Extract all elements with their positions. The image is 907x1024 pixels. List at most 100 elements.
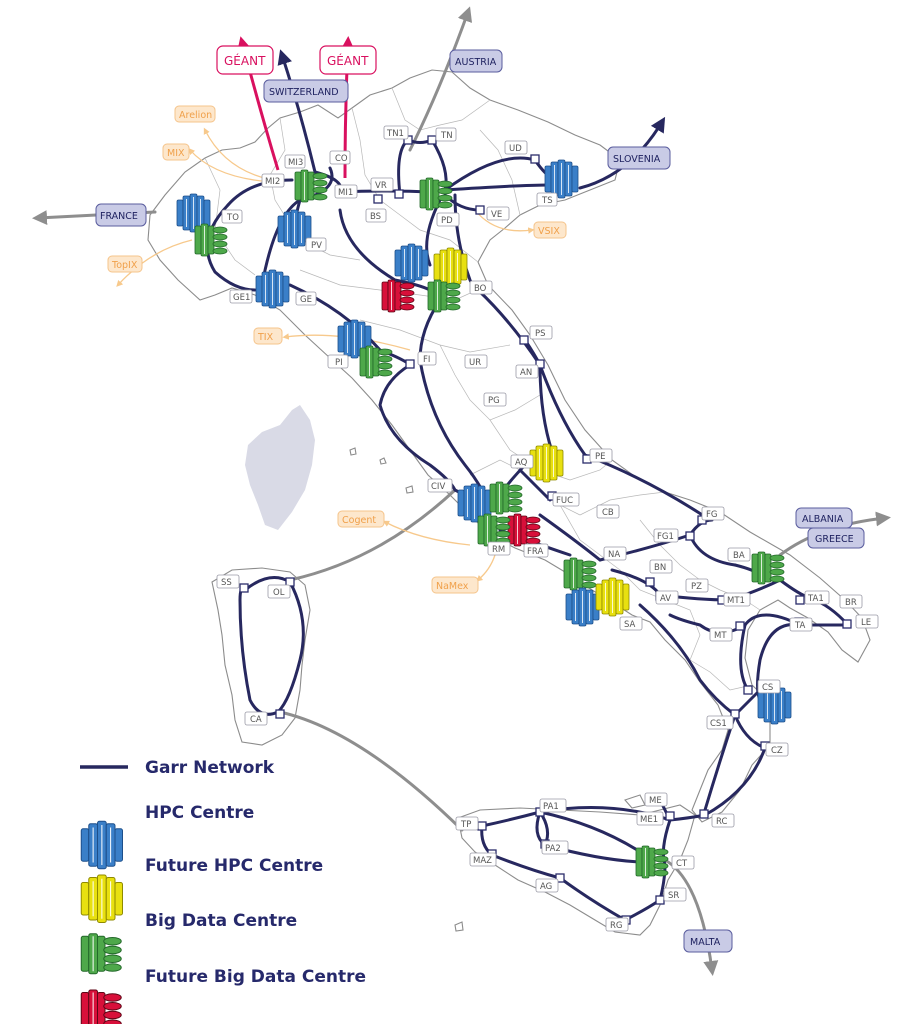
ix-vsix: VSIX	[533, 221, 567, 239]
node-FRA: FRA	[523, 543, 549, 558]
big-data-centre-icon	[419, 177, 453, 211]
node-MI3: MI3	[284, 154, 306, 169]
geant-box-1: GÉANT	[216, 45, 274, 75]
node-NA: NA	[603, 546, 627, 561]
svg-text:BN: BN	[654, 563, 666, 573]
svg-text:SR: SR	[668, 891, 679, 901]
ix-tix: TIX	[253, 327, 283, 345]
node-BR: BR	[839, 594, 863, 609]
svg-text:CT: CT	[676, 859, 688, 869]
france-box: FRANCE	[95, 203, 147, 227]
svg-text:PD: PD	[441, 216, 453, 226]
node-RM: RM	[487, 541, 511, 556]
node-CIV: CIV	[427, 478, 453, 493]
future-big-data-centre-icon	[507, 513, 541, 547]
svg-text:CZ: CZ	[771, 746, 783, 756]
node-BA: BA	[727, 547, 751, 562]
greece-box: GREECE	[807, 527, 865, 549]
node-AN: AN	[515, 364, 539, 379]
svg-text:PE: PE	[595, 452, 606, 462]
big-data-centre-icon	[489, 481, 523, 515]
hpc-centre-icon	[544, 159, 579, 199]
svg-text:AUSTRIA: AUSTRIA	[455, 57, 497, 68]
garr-network	[206, 138, 850, 922]
svg-text:BR: BR	[845, 598, 857, 608]
node-GE1: GE1	[229, 289, 253, 304]
node-MI1: MI1	[334, 184, 358, 199]
big-data-centre-icon	[427, 279, 461, 313]
node-MT1: MT1	[723, 592, 751, 607]
svg-text:Arelion: Arelion	[179, 110, 212, 121]
svg-text:CIV: CIV	[431, 482, 445, 492]
malta-box: MALTA	[683, 929, 733, 953]
svg-text:VE: VE	[491, 210, 502, 220]
node-MI2: MI2	[261, 173, 285, 188]
svg-text:CA: CA	[250, 715, 262, 725]
node-PS: PS	[529, 325, 553, 340]
node-BS: BS	[365, 208, 387, 223]
svg-text:NA: NA	[608, 550, 620, 560]
node-PA1: PA1	[539, 798, 567, 813]
node-CO: CO	[329, 150, 351, 165]
svg-text:GE1: GE1	[233, 293, 250, 303]
svg-text:BS: BS	[370, 212, 381, 222]
legend-hpc-label: HPC Centre	[145, 803, 254, 823]
svg-text:TA: TA	[794, 621, 806, 631]
node-PG: PG	[483, 392, 507, 407]
geant-box-2: GÉANT	[319, 45, 377, 75]
ix-arelion: Arelion	[174, 105, 216, 123]
slovenia-box: SLOVENIA	[607, 146, 671, 170]
node-CZ: CZ	[765, 742, 789, 757]
node-CS1: CS1	[706, 715, 734, 730]
svg-text:MI3: MI3	[288, 158, 303, 168]
svg-text:PS: PS	[535, 329, 546, 339]
node-LE: LE	[855, 614, 879, 629]
ix-cogent: Cogent	[337, 510, 385, 528]
node-VE: VE	[486, 206, 510, 221]
svg-text:FRANCE: FRANCE	[100, 211, 138, 222]
node-BN: BN	[649, 559, 673, 574]
svg-text:PG: PG	[488, 396, 500, 406]
ix-mix: MIX	[162, 143, 190, 161]
node-BO: BO	[469, 280, 493, 295]
internet-exchanges: Arelion MIX TopIX VSIX TIX Cogent NaMex	[107, 105, 567, 594]
austria-box: AUSTRIA	[449, 49, 503, 73]
node-SS: SS	[216, 574, 240, 589]
svg-text:MT: MT	[714, 631, 727, 641]
node-RG: RG	[605, 917, 629, 932]
node-UR: UR	[464, 354, 488, 369]
svg-text:PA1: PA1	[543, 802, 559, 812]
svg-text:CO: CO	[335, 154, 348, 164]
svg-text:MI1: MI1	[338, 188, 353, 198]
svg-text:MI2: MI2	[265, 177, 280, 187]
svg-text:AG: AG	[540, 882, 552, 892]
legend-big-data-label: Big Data Centre	[145, 911, 297, 931]
svg-text:Cogent: Cogent	[342, 515, 376, 526]
svg-text:TopIX: TopIX	[111, 260, 138, 271]
svg-text:MALTA: MALTA	[690, 937, 721, 948]
svg-text:GREECE: GREECE	[815, 534, 854, 545]
svg-text:SWITZERLAND: SWITZERLAND	[269, 87, 339, 98]
node-PI: PI	[327, 354, 349, 369]
albania-box: ALBANIA	[795, 507, 853, 529]
node-PE: PE	[589, 448, 613, 463]
svg-text:TIX: TIX	[257, 332, 274, 343]
svg-text:FI: FI	[423, 355, 430, 365]
node-FI: FI	[417, 351, 437, 366]
external-links: GÉANT GÉANT SWITZERLAND AUSTRIA SLOVENIA…	[95, 45, 865, 953]
future-hpc-centre-icon	[529, 443, 564, 483]
node-ME1: ME1	[636, 811, 664, 826]
svg-text:ME: ME	[649, 796, 662, 806]
svg-text:ME1: ME1	[640, 815, 658, 825]
node-AG: AG	[535, 878, 559, 893]
svg-text:PV: PV	[311, 241, 322, 251]
node-FG1: FG1	[653, 528, 679, 543]
node-PD: PD	[436, 212, 460, 227]
svg-text:GÉANT: GÉANT	[327, 53, 369, 68]
svg-text:RC: RC	[716, 817, 727, 827]
svg-text:PI: PI	[335, 358, 343, 368]
node-OL: OL	[267, 584, 291, 599]
node-UD: UD	[504, 140, 528, 155]
svg-text:TN1: TN1	[386, 129, 404, 139]
